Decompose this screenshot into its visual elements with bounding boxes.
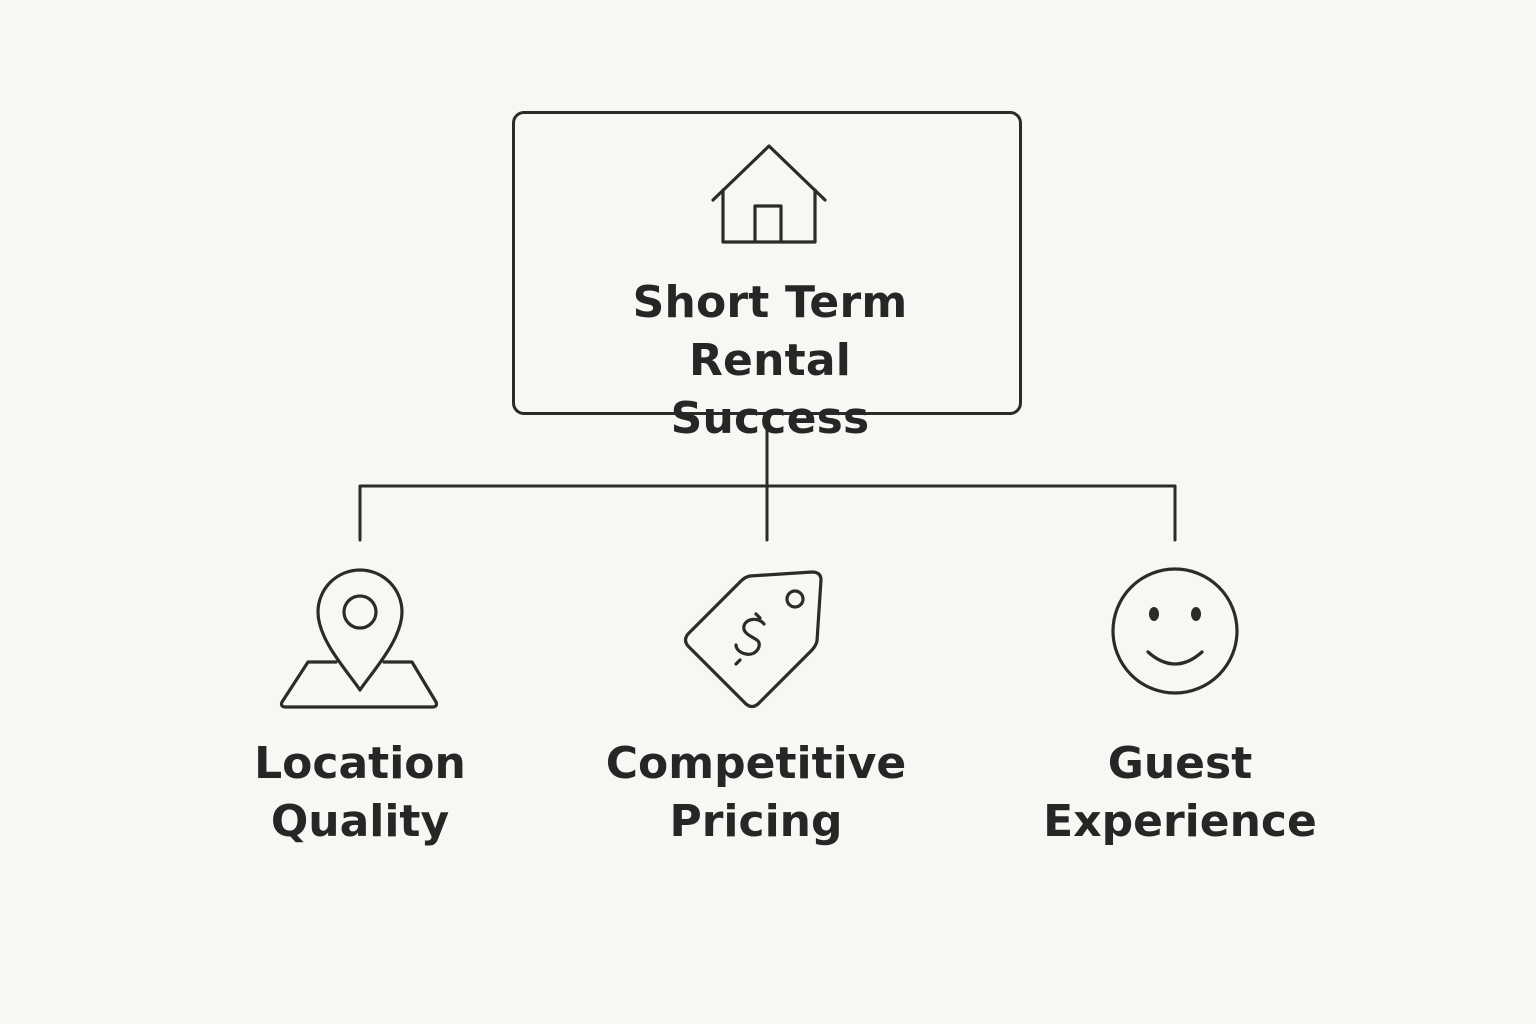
branch-bar [358, 484, 1177, 542]
child-label-location-quality: Location Quality [254, 738, 466, 847]
root-title-line2: Success [670, 393, 870, 444]
map-pin-icon [279, 568, 439, 709]
root-title-line1: Short Term Rental [632, 277, 908, 386]
root-title: Short Term Rental Success [555, 274, 985, 448]
smiley-face-icon [1111, 567, 1239, 695]
child-label-competitive-pricing: Competitive Pricing [605, 738, 907, 847]
price-tag-icon [683, 570, 823, 709]
child-label-guest-experience: Guest Experience [1043, 738, 1317, 847]
root-node: Short Term Rental Success [512, 111, 1022, 444]
house-icon [711, 144, 827, 244]
